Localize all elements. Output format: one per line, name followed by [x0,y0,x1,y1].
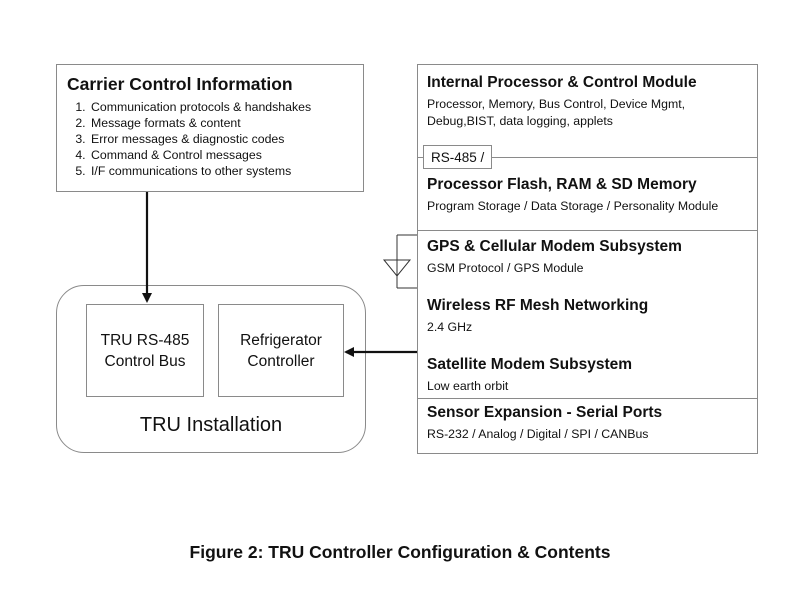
flash-memory-title: Processor Flash, RAM & SD Memory [427,176,697,193]
antenna-icon [382,234,417,289]
satellite-section: Satellite Modem Subsystem Low earth orbi… [418,355,757,395]
section-divider [418,398,757,399]
refrig-line2: Controller [247,352,315,370]
rf-mesh-title: Wireless RF Mesh Networking [427,297,649,314]
gps-cellular-sub: GSM Protocol / GPS Module [427,261,584,275]
tru-bus-line2: Control Bus [104,352,186,370]
controller-module-stack: Internal Processor & Control Module Proc… [417,64,758,454]
tru-control-bus-box: TRU RS-485 Control Bus [86,304,204,397]
figure-caption: Figure 2: TRU Controller Configuration &… [189,542,611,562]
flash-memory-section: Processor Flash, RAM & SD Memory Program… [418,175,757,215]
rs485-tag: RS-485 / [423,145,493,169]
section-divider [418,230,757,231]
carrier-item: I/F communications to other systems [89,163,353,179]
tru-bus-line1: TRU RS-485 [100,331,190,349]
gps-cellular-title: GPS & Cellular Modem Subsystem [427,238,682,255]
carrier-item: Message formats & content [89,115,353,131]
satellite-title: Satellite Modem Subsystem [427,356,633,373]
internal-processor-section: Internal Processor & Control Module Proc… [418,73,757,130]
internal-processor-title: Internal Processor & Control Module [427,74,697,91]
rf-mesh-sub: 2.4 GHz [427,320,473,334]
sensor-expansion-title: Sensor Expansion - Serial Ports [427,404,663,421]
satellite-sub: Low earth orbit [427,379,509,393]
section-divider [418,157,757,158]
gps-cellular-section: GPS & Cellular Modem Subsystem GSM Proto… [418,237,757,277]
carrier-item: Command & Control messages [89,147,353,163]
tru-installation-box: TRU RS-485 Control Bus Refrigerator Cont… [56,285,366,453]
refrigerator-controller-box: Refrigerator Controller [218,304,344,397]
internal-processor-line1: Processor, Memory, Bus Control, Device M… [427,97,686,111]
tru-installation-label: TRU Installation [139,414,283,436]
rf-mesh-section: Wireless RF Mesh Networking 2.4 GHz [418,296,757,336]
carrier-item: Error messages & diagnostic codes [89,131,353,147]
carrier-control-list: Communication protocols & handshakes Mes… [67,99,353,179]
internal-processor-line2: Debug,BIST, data logging, applets [427,114,613,128]
refrig-line1: Refrigerator [240,331,322,349]
carrier-control-box: Carrier Control Information Communicatio… [56,64,364,192]
carrier-control-title: Carrier Control Information [67,74,293,94]
sensor-expansion-section: Sensor Expansion - Serial Ports RS-232 /… [418,403,757,443]
sensor-expansion-sub: RS-232 / Analog / Digital / SPI / CANBus [427,427,649,441]
carrier-item: Communication protocols & handshakes [89,99,353,115]
flash-memory-sub: Program Storage / Data Storage / Persona… [427,199,719,213]
